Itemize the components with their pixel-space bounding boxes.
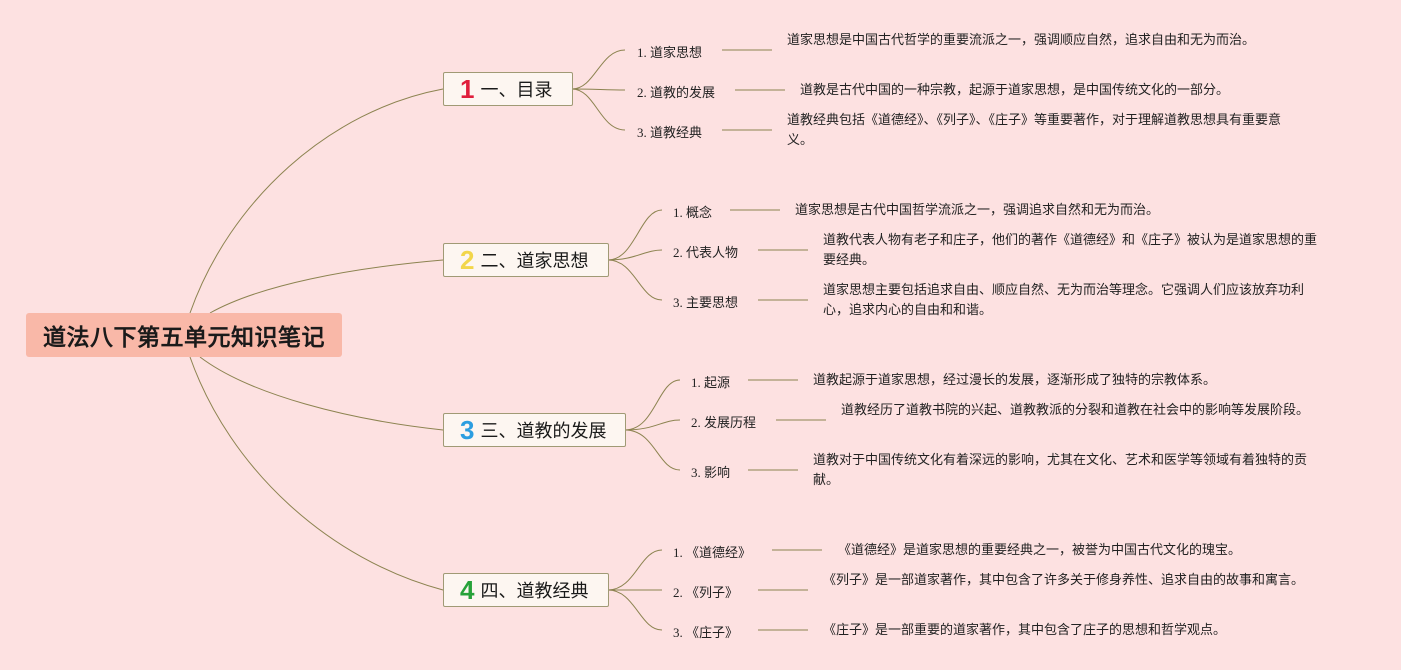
branch-3-node[interactable]: 3 三、道教的发展	[443, 413, 626, 447]
branch-3-item-3-desc: 道教对于中国传统文化有着深远的影响，尤其在文化、艺术和医学等领域有着独特的贡献。	[813, 453, 1308, 488]
root-topic[interactable]: 道法八下第五单元知识笔记	[26, 313, 342, 357]
number-1-icon: 1	[460, 73, 475, 104]
branch-4-item-2-title[interactable]: 2. 《列子》	[673, 585, 739, 600]
connector-b4-s3	[607, 589, 663, 631]
branch-1-item-3-desc: 道教经典包括《道德经》、《列子》、《庄子》等重要著作，对于理解道教思想具有重要意…	[787, 113, 1282, 148]
branch-4-item-3-title[interactable]: 3. 《庄子》	[673, 625, 739, 640]
root-title: 道法八下第五单元知识笔记	[43, 325, 325, 351]
branch-1-label: 一、目录	[480, 80, 553, 101]
connector-b2-s3	[607, 259, 663, 301]
branch-1-item-2-desc: 道教是古代中国的一种宗教，起源于道家思想，是中国传统文化的一部分。	[800, 83, 1230, 98]
branch-1-item-2-title[interactable]: 2. 道教的发展	[637, 85, 716, 100]
branch-1-item-1-title[interactable]: 1. 道家思想	[637, 45, 703, 60]
branch-2-item-1-title[interactable]: 1. 概念	[673, 205, 713, 220]
branch-1-item-1-desc: 道家思想是中国古代哲学的重要流派之一，强调顺应自然，追求自由和无为而治。	[787, 33, 1256, 48]
branch-3-item-1-desc: 道教起源于道家思想，经过漫长的发展，逐渐形成了独特的宗教体系。	[813, 373, 1217, 388]
branch-4-item-2-desc: 《列子》是一部道家著作，其中包含了许多关于修身养性、追求自由的故事和寓言。	[823, 573, 1305, 588]
connector-b2-s1	[607, 209, 663, 261]
branch-4-item-1-desc: 《道德经》是道家思想的重要经典之一，被誉为中国古代文化的瑰宝。	[838, 543, 1242, 558]
branch-3-item-1-title[interactable]: 1. 起源	[691, 375, 731, 390]
number-3-icon: 3	[460, 414, 475, 445]
connector-b1-s2	[571, 88, 626, 91]
connector-b3-s1	[624, 379, 681, 431]
branch-3-item-2-title[interactable]: 2. 发展历程	[691, 415, 757, 430]
branch-4-node[interactable]: 4 四、道教经典	[443, 573, 609, 607]
connector-b1-s3	[571, 88, 626, 131]
branch-4-item-1-title[interactable]: 1. 《道德经》	[673, 545, 752, 560]
branch-2-item-3-desc: 道家思想主要包括追求自由、顺应自然、无为而治等理念。它强调人们应该放弃功利心，追…	[823, 283, 1305, 318]
branch-3-item-2-desc: 道教经历了道教书院的兴起、道教教派的分裂和道教在社会中的影响等发展阶段。	[841, 403, 1310, 418]
branch-3-label: 三、道教的发展	[480, 421, 607, 442]
branch-1-node[interactable]: 1 一、目录	[443, 72, 573, 106]
connector-b2-s2	[607, 249, 663, 261]
number-2-icon: 2	[460, 244, 475, 275]
branch-2-item-2-title[interactable]: 2. 代表人物	[673, 245, 739, 260]
branch-2-label: 二、道家思想	[480, 251, 589, 272]
connector-root-branch-1	[189, 88, 444, 314]
branch-4-item-3-desc: 《庄子》是一部重要的道家著作，其中包含了庄子的思想和哲学观点。	[823, 623, 1227, 638]
connector-root-branch-3	[199, 356, 444, 431]
connector-b3-s2	[624, 419, 681, 431]
branch-2-node[interactable]: 2 二、道家思想	[443, 243, 609, 277]
number-4-icon: 4	[460, 574, 475, 605]
connector-b1-s1	[571, 49, 626, 90]
branch-2-item-1-desc: 道家思想是古代中国哲学流派之一，强调追求自然和无为而治。	[795, 203, 1160, 218]
connector-b3-s3	[624, 429, 681, 471]
branch-1-item-3-title[interactable]: 3. 道教经典	[637, 125, 703, 140]
branch-3-item-3-title[interactable]: 3. 影响	[691, 465, 731, 480]
branch-4-label: 四、道教经典	[480, 581, 589, 602]
branch-2-item-2-desc: 道教代表人物有老子和庄子，他们的著作《道德经》和《庄子》被认为是道家思想的重要经…	[823, 233, 1318, 268]
connector-root-branch-4	[189, 356, 444, 591]
connector-root-branch-2	[209, 259, 444, 314]
branch-2-item-3-title[interactable]: 3. 主要思想	[673, 295, 739, 310]
connector-b4-s1	[607, 549, 663, 591]
